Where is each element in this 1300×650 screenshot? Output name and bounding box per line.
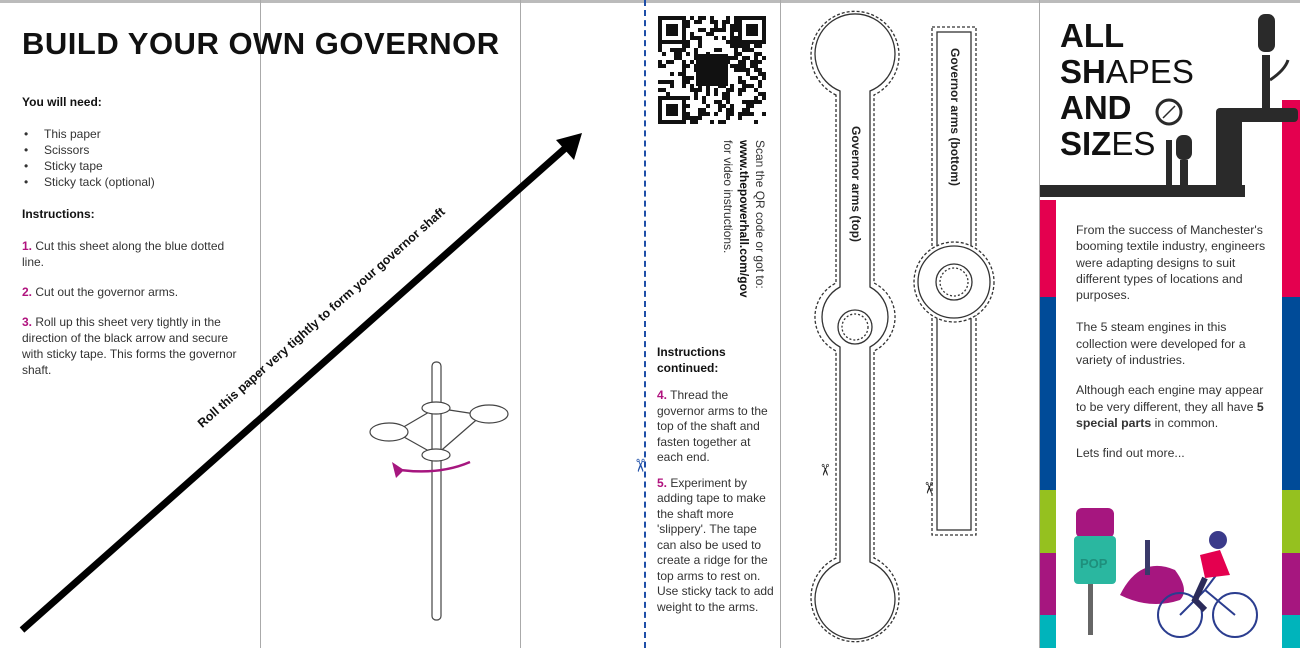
bold-text: 5 special parts xyxy=(1076,399,1264,430)
cyclist-illustration: POP xyxy=(1074,508,1258,638)
instructions-continued-heading: Instructions continued: xyxy=(657,345,726,375)
fold-line xyxy=(1039,0,1040,648)
list-item: Scissors xyxy=(24,142,242,158)
blue-cut-line xyxy=(644,0,646,648)
step-1: 1. Cut this sheet along the blue dotted … xyxy=(22,238,242,270)
needs-list: This paper Scissors Sticky tape Sticky t… xyxy=(24,126,242,190)
step-5: 5. Experiment by adding tape to make the… xyxy=(657,476,777,616)
pop-label: POP xyxy=(1080,556,1108,571)
step-text: Cut out the governor arms. xyxy=(35,285,179,299)
step-3: 3. Roll up this sheet very tightly in th… xyxy=(22,314,242,378)
title-line: AND xyxy=(1060,89,1132,126)
color-stripe-right xyxy=(1282,100,1300,648)
left-panel-text: You will need: This paper Scissors Stick… xyxy=(22,94,242,378)
fold-line xyxy=(260,0,261,648)
step-number: 1. xyxy=(22,239,33,253)
paragraph: The 5 steam engines in this collection w… xyxy=(1076,320,1246,368)
step-4: 4. Thread the governor arms to the top o… xyxy=(657,388,777,466)
paragraph: Lets find out more... xyxy=(1076,446,1185,461)
paragraph: From the success of Manchester's booming… xyxy=(1076,223,1266,303)
text: in common. xyxy=(1151,415,1219,430)
qr-caption: Scan the QR code or got to: www.thepower… xyxy=(720,140,768,298)
title-part: SH xyxy=(1060,53,1106,90)
pipes-illustration xyxy=(1040,14,1298,197)
governor-arms-cutouts xyxy=(810,10,995,643)
step-text: Cut this sheet along the blue dotted lin… xyxy=(22,239,225,269)
bottom-arms-label: Governor arms (bottom) xyxy=(948,48,962,187)
step-number: 2. xyxy=(22,285,33,299)
title-part: ES xyxy=(1111,125,1156,162)
qr-line3: for video instructions. xyxy=(721,140,735,254)
scissors-icon: ✂ xyxy=(815,463,833,477)
step-number: 5. xyxy=(657,475,668,490)
governor-illustration xyxy=(369,361,509,621)
instructions-heading: Instructions: xyxy=(22,207,95,221)
step-text: Experiment by adding tape to make the sh… xyxy=(657,475,774,614)
list-item: Sticky tack (optional) xyxy=(24,174,242,190)
qr-code[interactable] xyxy=(658,16,766,124)
fold-line xyxy=(520,0,521,648)
scissors-icon: ✂ xyxy=(630,457,651,474)
scissors-icon: ✂ xyxy=(919,481,937,495)
step-number: 3. xyxy=(22,315,33,329)
step-number: 4. xyxy=(657,388,668,402)
step-text: Roll up this sheet very tightly in the d… xyxy=(22,315,237,377)
step-text: Thread the governor arms to the top of t… xyxy=(657,388,768,464)
qr-url-link[interactable]: www.thepowerhall.com/gov xyxy=(737,140,751,298)
side-body: From the success of Manchester's booming… xyxy=(1076,222,1274,462)
qr-line1: Scan the QR code or got to: xyxy=(753,140,767,289)
top-border xyxy=(0,0,1300,3)
page-title: BUILD YOUR OWN GOVERNOR xyxy=(22,26,500,61)
list-item: Sticky tape xyxy=(24,158,242,174)
fold-line xyxy=(780,0,781,648)
text: Although each engine may appear to be ve… xyxy=(1076,383,1264,414)
top-arms-label: Governor arms (top) xyxy=(849,126,863,243)
title-part: APES xyxy=(1105,53,1194,90)
step-2: 2. Cut out the governor arms. xyxy=(22,284,242,300)
title-line: ALL xyxy=(1060,17,1125,54)
paragraph: Although each engine may appear to be ve… xyxy=(1076,382,1274,431)
side-title: ALL SHAPES AND SIZES xyxy=(1060,18,1194,162)
instructions-continued: Instructions continued: 4. Thread the go… xyxy=(657,345,777,615)
roll-arrow-icon xyxy=(19,133,582,633)
color-stripe-left xyxy=(1040,200,1056,648)
needs-heading: You will need: xyxy=(22,95,102,109)
list-item: This paper xyxy=(24,126,242,142)
title-part: SIZ xyxy=(1060,125,1112,162)
